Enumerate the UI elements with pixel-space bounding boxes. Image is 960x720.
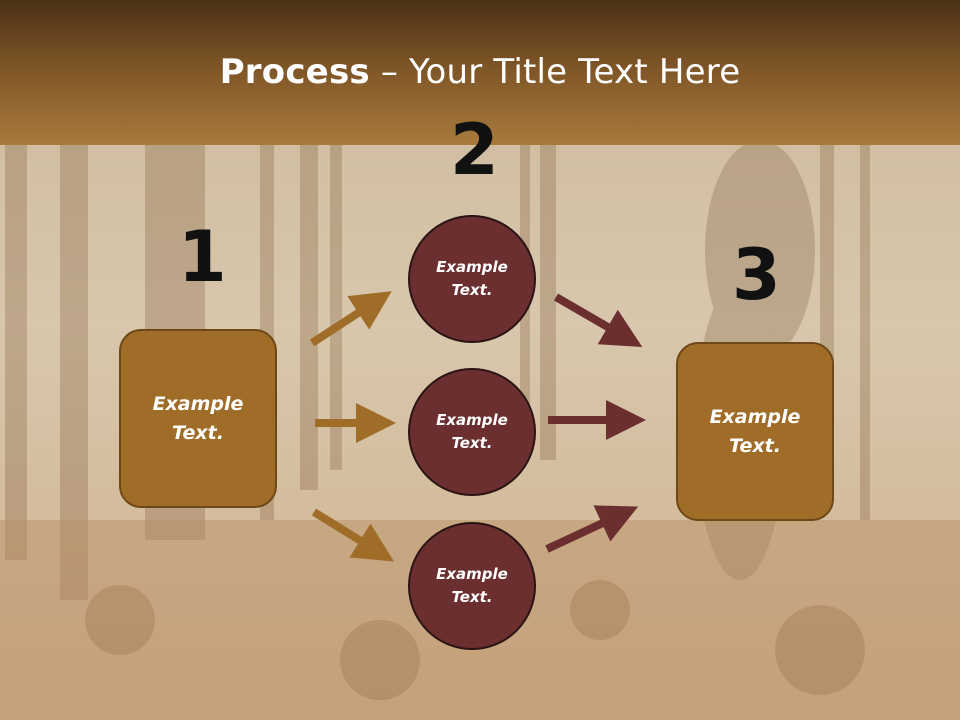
middle-circle-bottom-text: Example Text. [436,565,508,606]
start-box: Example Text. [119,329,277,508]
step-number-2: 2 [450,109,499,191]
middle-circle-center-text: Example Text. [436,411,508,452]
slide-title: Process – Your Title Text Here [0,52,960,92]
arrow-bottom-to-right [545,505,639,553]
title-bar [0,0,960,145]
end-box: Example Text. [676,342,834,521]
start-box-text: Example Text. [152,392,244,444]
arrow-left-to-top [309,291,392,347]
middle-circle-top-text: Example Text. [436,258,508,299]
title-bold: Process [219,52,370,92]
arrow-left-to-bottom [311,508,395,562]
middle-circle-bottom: Example Text. [408,522,536,650]
step-number-1: 1 [178,216,227,298]
end-box-text: Example Text. [709,405,801,457]
arrow-top-to-right [553,293,643,348]
step-number-3: 3 [732,234,781,316]
title-rest: – Your Title Text Here [369,52,741,92]
middle-circle-top: Example Text. [408,215,536,343]
middle-circle-center: Example Text. [408,368,536,496]
